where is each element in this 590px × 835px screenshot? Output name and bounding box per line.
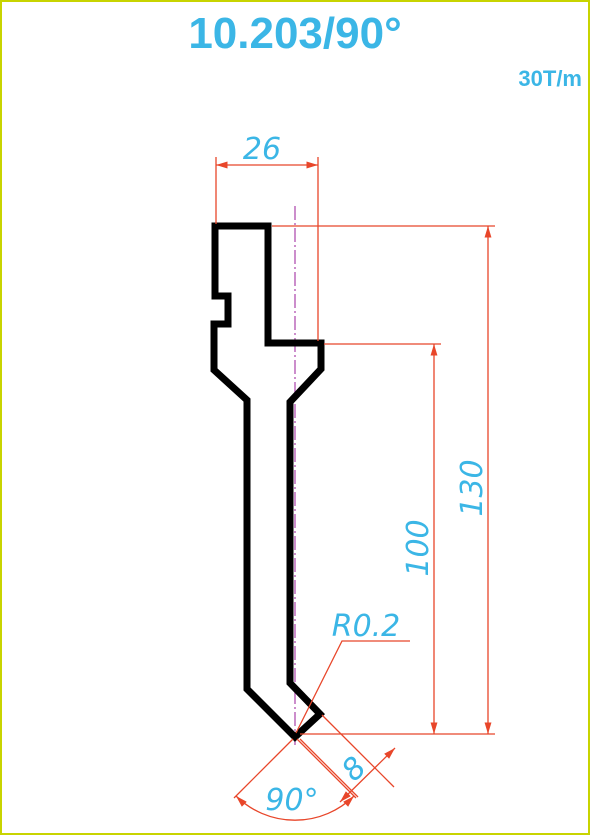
tip-width-dimension-line (339, 747, 396, 803)
width-label: 26 (243, 132, 281, 167)
tonnage-rating: 30T/m (518, 66, 582, 91)
height-total-label: 130 (455, 459, 490, 516)
radius-leader (295, 640, 410, 734)
angle-arc (235, 795, 355, 821)
tip-radius-label: R0.2 (332, 609, 401, 644)
tip-angle-label: 90° (265, 783, 318, 818)
angle-leg-right (296, 738, 357, 799)
height-working-label: 100 (401, 519, 436, 576)
tool-profile (210, 222, 326, 742)
tool-title: 10.203/90° (188, 9, 402, 58)
angle-leg-left (233, 738, 294, 799)
